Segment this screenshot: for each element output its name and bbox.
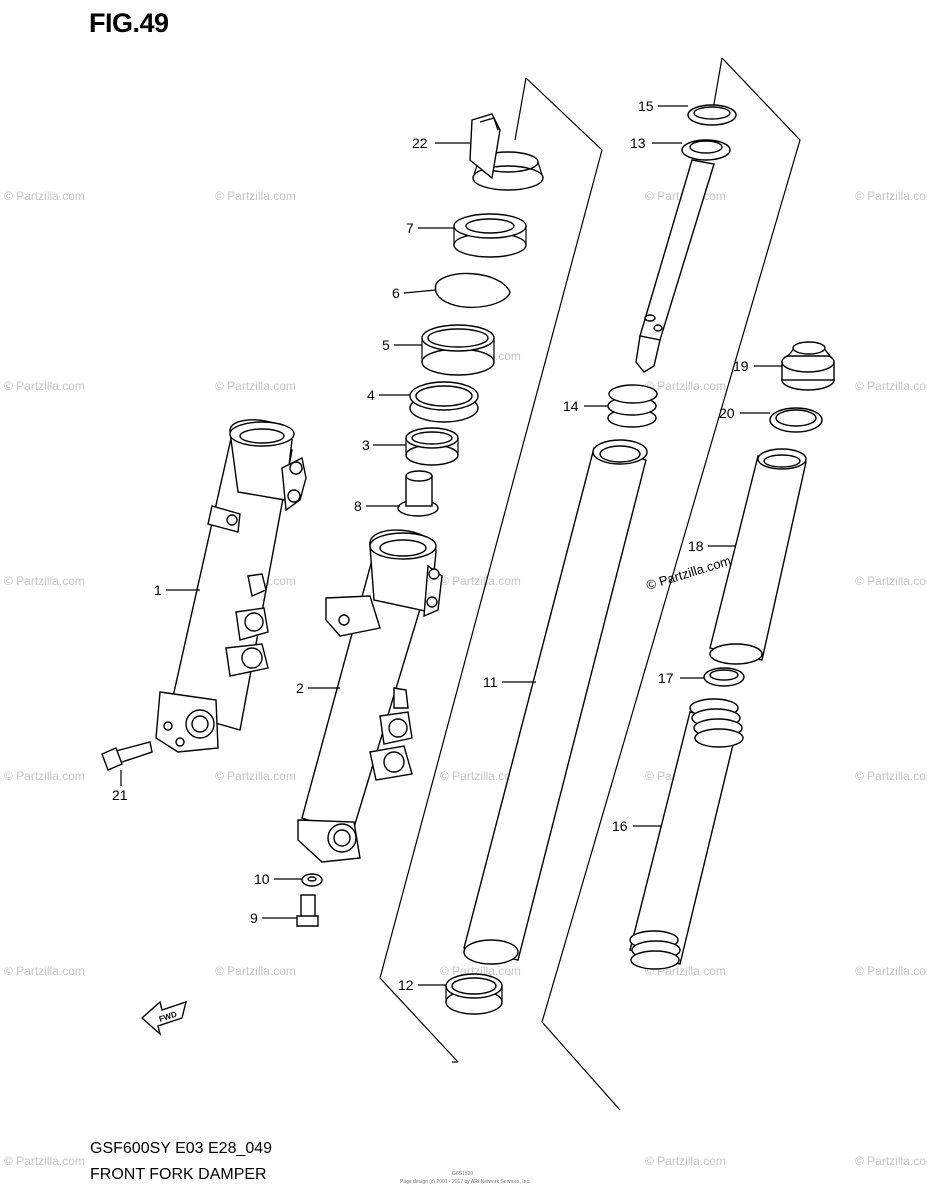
watermark: © Partzilla.com [4,769,85,783]
callout-labels: 22 7 6 5 4 3 8 1 2 10 9 21 11 12 15 13 1… [112,98,749,993]
part-13-damper-rod [635,139,731,373]
part-11-inner-tube [463,439,648,965]
part-18-spacer [709,448,807,665]
callout-10: 10 [254,871,270,887]
model-code: GSF600SY E03 E28_049 [90,1140,273,1157]
watermark: © Partzilla.com [4,574,85,588]
watermark: © Partzilla.com [4,1154,85,1168]
callout-22: 22 [412,135,428,151]
frame-line [379,77,603,1063]
watermark: © Partzilla.com [440,574,521,588]
part-17-washer [703,667,745,687]
part-2-outer-tube [297,529,443,863]
callout-2: 2 [296,680,304,696]
part-1-outer-tube [155,419,307,753]
watermark: © Partzilla.com [855,769,927,783]
watermark: © Partzilla.com [440,964,521,978]
part-20-o-ring [769,407,823,433]
watermark-prominent: © Partzilla.com [644,553,732,593]
callout-21: 21 [112,787,128,803]
callout-15: 15 [638,98,654,114]
footer-fineprint: G6S1520 Page design (c) 2001 - 2017 by A… [400,1171,530,1185]
part-5-washer [421,324,495,376]
watermark: © Partzilla.com [645,1154,726,1168]
watermark: © Partzilla.com [4,379,85,393]
callout-20: 20 [719,405,735,421]
part-8-oil-lock-piece [397,470,439,517]
callout-12: 12 [398,977,414,993]
part-9-bolt [296,894,319,927]
callout-19: 19 [733,358,749,374]
part-21-bolt [101,741,153,771]
part-3-bush [405,427,459,466]
watermark: © Partzilla.com [855,574,927,588]
callout-4: 4 [367,387,375,403]
part-6-stopper-ring [434,272,511,309]
watermark: © Partzilla.com [855,189,927,203]
callout-13: 13 [630,135,646,151]
part-19-cap-bolt [781,341,835,391]
section-title: FRONT FORK DAMPER [90,1166,267,1183]
callout-1: 1 [154,582,162,598]
callout-18: 18 [688,538,704,554]
callout-3: 3 [362,437,370,453]
watermark: © Partzilla.com [4,964,85,978]
watermark: © Partzilla.com [215,189,296,203]
watermark: © Partzilla.com [855,964,927,978]
part-7-oil-seal [453,213,527,258]
part-10-gasket [301,873,323,887]
watermark: © Partzilla.com [215,964,296,978]
footer-ref: G6S1520 [452,1171,473,1177]
watermark: © Partzilla.com [645,379,726,393]
watermark: © Partzilla.com [215,379,296,393]
callout-8: 8 [354,498,362,514]
frame-line [514,77,527,141]
part-15-o-ring [687,104,737,126]
part-16-fork-spring [629,698,744,970]
callout-7: 7 [406,220,414,236]
callout-9: 9 [250,910,258,926]
part-4-guide-metal [409,381,479,423]
callout-14: 14 [563,398,579,414]
watermark: © Partzilla.com [4,189,85,203]
part-22-dust-seal [469,113,544,191]
part-14-rebound-spring [607,384,658,428]
watermark: © Partzilla.com [855,1154,927,1168]
frame-line [541,57,801,1111]
figure-title: FIG.49 [89,8,169,38]
part-12-bush [445,973,503,1015]
callout-6: 6 [392,285,400,301]
callout-5: 5 [382,337,390,353]
callout-11: 11 [483,674,498,690]
footer-copyright: Page design (c) 2001 - 2017 by ARI Netwo… [400,1179,530,1185]
watermark: © Partzilla.com [440,769,521,783]
callout-17: 17 [658,670,674,686]
watermark: © Partzilla.com [215,769,296,783]
leader-lines [120,105,782,986]
forward-direction-arrow: FWD [140,1000,187,1037]
callout-16: 16 [612,818,628,834]
watermark: © Partzilla.com [855,379,927,393]
